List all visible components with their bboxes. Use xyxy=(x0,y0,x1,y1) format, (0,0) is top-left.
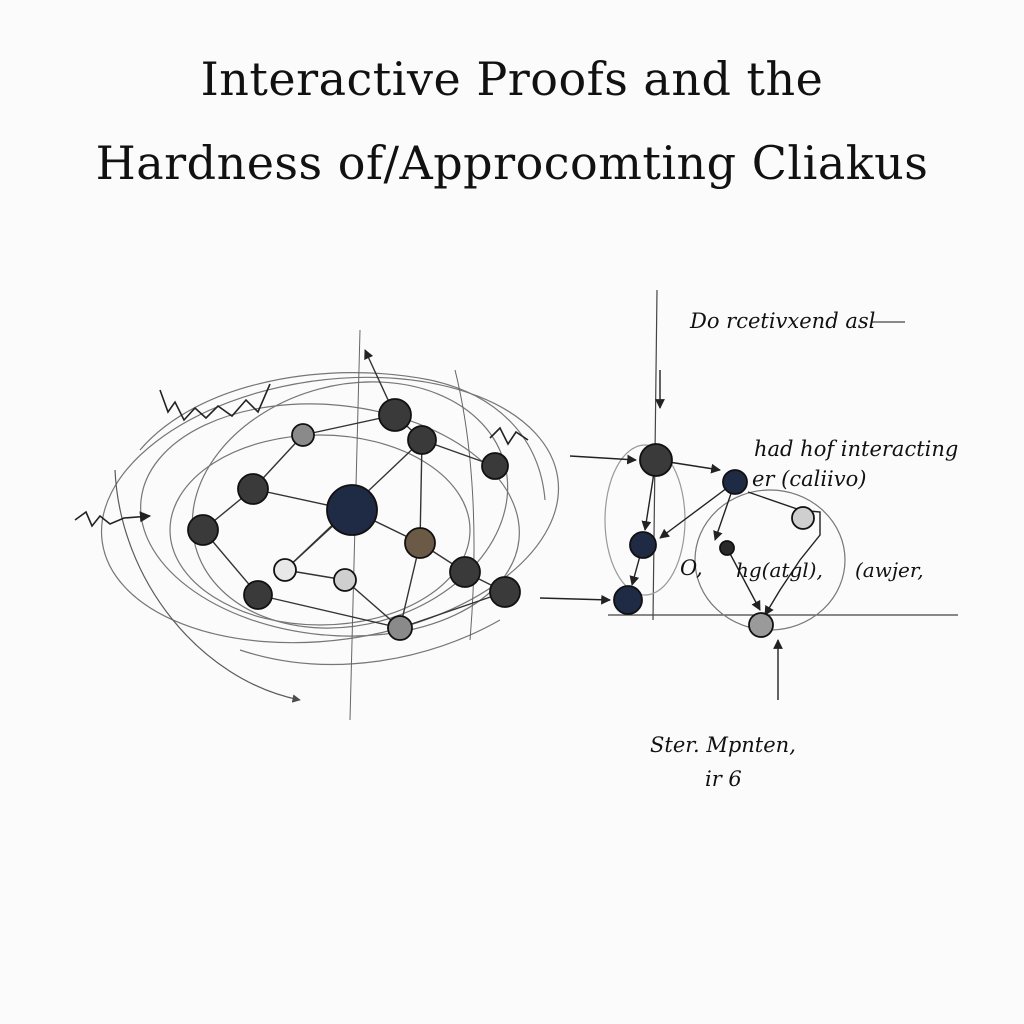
node xyxy=(378,398,412,432)
node xyxy=(722,469,748,495)
left-zigzag-scribbles xyxy=(74,383,529,528)
annotation-ir6: ir 6 xyxy=(705,767,742,791)
node xyxy=(187,514,219,546)
annotation-ster-mpnten: Ster. Mpnten, xyxy=(650,733,796,757)
annotation-awer: (awjer, xyxy=(855,558,924,582)
annotation-top-right: Do rcetivxend asl xyxy=(689,309,875,333)
node xyxy=(326,484,378,536)
node xyxy=(748,612,774,638)
node xyxy=(243,580,273,610)
node xyxy=(407,425,437,455)
node xyxy=(237,473,269,505)
node xyxy=(387,615,413,641)
title-line-1: Interactive Proofs and the xyxy=(200,52,824,106)
node xyxy=(629,531,657,559)
node xyxy=(449,556,481,588)
node xyxy=(291,423,315,447)
node xyxy=(639,443,673,477)
node xyxy=(791,506,815,530)
left-graph-nodes xyxy=(187,398,521,641)
left-cluster-loops xyxy=(100,372,560,703)
annotation-caliivo: er (caliivo) xyxy=(752,467,866,491)
right-graph-nodes xyxy=(613,443,815,638)
annotation-hgl: hg(atgl), xyxy=(736,558,823,582)
node xyxy=(489,576,521,608)
annotation-o: O, xyxy=(680,556,703,580)
node xyxy=(273,558,297,582)
node xyxy=(333,568,357,592)
node xyxy=(613,585,643,615)
node xyxy=(404,527,436,559)
node xyxy=(719,540,735,556)
right-graph-edges xyxy=(539,370,821,700)
title-line-2: Hardness of/Approcomting Cliakus xyxy=(95,136,929,190)
node xyxy=(481,452,509,480)
annotation-hard-interacting: had hof interacting xyxy=(754,437,958,461)
